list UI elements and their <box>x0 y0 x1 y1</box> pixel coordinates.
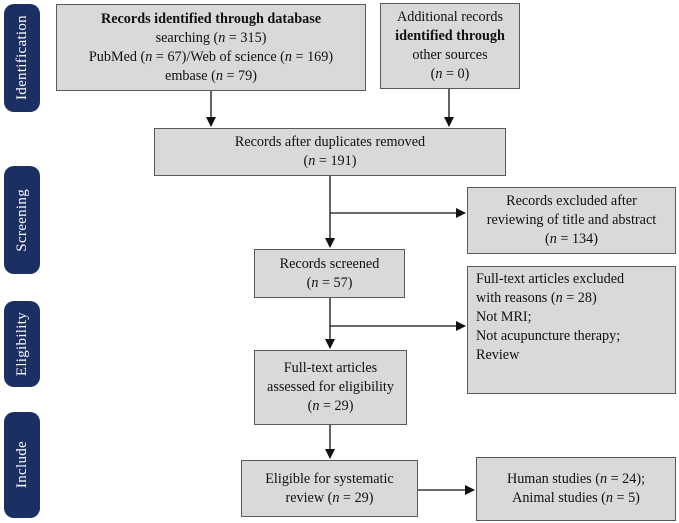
assessed-line-2: assessed for eligibility <box>267 379 394 395</box>
box-duplicates-removed: Records after duplicates removed (n = 19… <box>154 128 506 176</box>
phase-screening: Screening <box>4 166 40 274</box>
fulltext-excluded-line-1: Full-text articles excluded <box>476 271 625 287</box>
additional-line-4: (n = 0) <box>430 66 470 82</box>
studies-line-2: Animal studies (n = 5) <box>512 490 640 506</box>
database-line-3: PubMed (n = 67)/Web of science (n = 169) <box>88 48 334 65</box>
box-records-screened: Records screened (n = 57) <box>254 249 405 298</box>
phase-identification: Identification <box>4 4 40 112</box>
excluded-title-line-3: (n = 134) <box>545 231 598 247</box>
assessed-line-1: Full-text articles <box>283 360 378 376</box>
box-database-records: Records identified through database sear… <box>56 4 366 91</box>
screened-line-1: Records screened <box>279 255 380 272</box>
duplicates-line-1: Records after duplicates removed <box>234 134 426 150</box>
duplicates-line-2: (n = 191) <box>303 153 357 169</box>
excluded-title-line-1: Records excluded after <box>506 193 637 209</box>
fulltext-excluded-line-5: Review <box>476 347 520 363</box>
assessed-line-3: (n = 29) <box>307 398 354 414</box>
database-line-1: Records identified through database <box>100 10 322 27</box>
phase-eligibility: Eligibility <box>4 301 40 387</box>
box-assessed-eligibility: Full-text articles assessed for eligibil… <box>254 350 407 425</box>
database-line-2: searching (n = 315) <box>155 29 267 46</box>
box-records-excluded: Records excluded after reviewing of titl… <box>467 187 676 254</box>
additional-line-3: other sources <box>412 47 488 63</box>
box-eligible-review: Eligible for systematic review (n = 29) <box>241 460 418 517</box>
fulltext-excluded-line-3: Not MRI; <box>476 309 532 325</box>
fulltext-excluded-line-2: with reasons (n = 28) <box>476 290 597 306</box>
eligible-line-1: Eligible for systematic <box>265 470 394 487</box>
database-line-4: embase (n = 79) <box>165 67 257 84</box>
box-fulltext-excluded: Full-text articles excluded with reasons… <box>467 266 676 394</box>
phase-include: Include <box>4 412 40 518</box>
box-study-types: Human studies (n = 24); Animal studies (… <box>476 457 676 521</box>
studies-line-1: Human studies (n = 24); <box>506 471 646 487</box>
box-additional-records: Additional records identified through ot… <box>380 3 520 89</box>
screened-line-2: (n = 57) <box>306 274 353 291</box>
fulltext-excluded-line-4: Not acupuncture therapy; <box>476 328 621 344</box>
excluded-title-line-2: reviewing of title and abstract <box>486 212 657 228</box>
eligible-line-2: review (n = 29) <box>285 489 374 506</box>
additional-line-1: Additional records <box>397 9 503 25</box>
additional-line-2: identified through <box>395 28 505 44</box>
